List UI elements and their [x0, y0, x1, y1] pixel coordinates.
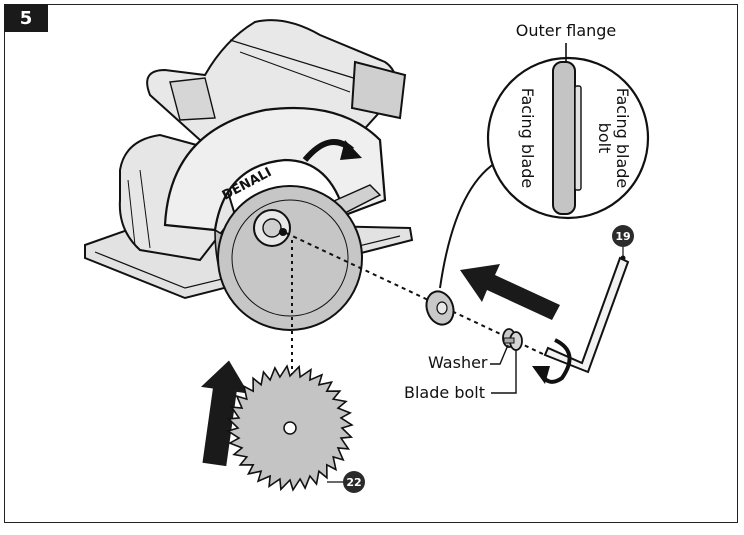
diagram-frame [4, 4, 738, 523]
circular-saw: DENALI [84, 19, 414, 331]
flange-detail-callout [439, 43, 650, 289]
callout-19-marker: 19 [612, 225, 634, 258]
insert-direction-arrow [460, 264, 560, 320]
facing-blade-bolt-label-line1: Facing blade [613, 88, 632, 189]
svg-text:22: 22 [346, 476, 361, 489]
washer-leader-line [490, 344, 509, 365]
blade-lift-arrow [201, 360, 249, 467]
facing-blade-bolt-label-line2: bolt [595, 123, 614, 154]
step-number-badge: 5 [4, 4, 48, 32]
outer-flange-label: Outer flange [516, 21, 617, 40]
outer-flange-part [425, 290, 455, 326]
blade-bolt-label: Blade bolt [404, 383, 485, 402]
washer-label: Washer [428, 353, 488, 372]
callout-22-marker: 22 [327, 471, 365, 493]
svg-text:19: 19 [615, 230, 630, 243]
blade-bolt-leader-line [491, 350, 517, 394]
hex-key-part [532, 255, 630, 384]
saw-blade-part [226, 364, 354, 492]
facing-blade-label: Facing blade [518, 88, 537, 189]
